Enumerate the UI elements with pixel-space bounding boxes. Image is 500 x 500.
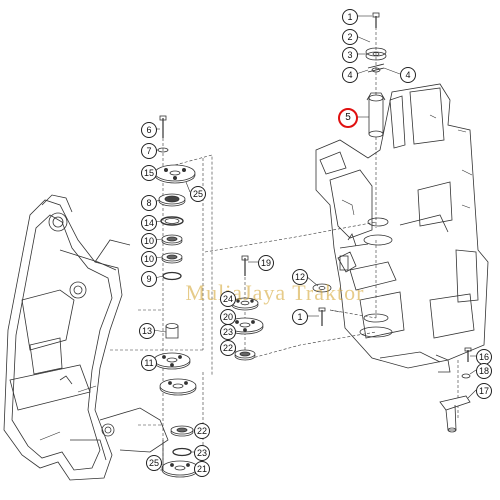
guide-lines bbox=[110, 22, 459, 471]
callout-10-upper[interactable]: 10 bbox=[141, 233, 157, 249]
right-stack-parts bbox=[365, 12, 387, 138]
callout-6[interactable]: 6 bbox=[141, 122, 157, 138]
callout-5[interactable]: 5 bbox=[338, 108, 358, 128]
callout-23-upper[interactable]: 23 bbox=[220, 324, 236, 340]
callout-22-lower[interactable]: 22 bbox=[194, 423, 210, 439]
callout-2[interactable]: 2 bbox=[342, 29, 358, 45]
lower-right-pin-parts bbox=[439, 347, 472, 433]
callout-12[interactable]: 12 bbox=[292, 269, 308, 285]
callout-1-top[interactable]: 1 bbox=[342, 9, 358, 25]
callout-21[interactable]: 21 bbox=[194, 461, 210, 477]
callout-18[interactable]: 18 bbox=[476, 363, 492, 379]
callout-10-lower[interactable]: 10 bbox=[141, 251, 157, 267]
bottom-stack-parts bbox=[159, 378, 199, 478]
callout-14[interactable]: 14 bbox=[141, 215, 157, 231]
callout-3[interactable]: 3 bbox=[342, 47, 358, 63]
callout-7[interactable]: 7 bbox=[141, 143, 157, 159]
leader-lines bbox=[152, 15, 477, 469]
callout-23-lower[interactable]: 23 bbox=[194, 445, 210, 461]
callout-9[interactable]: 9 bbox=[141, 271, 157, 287]
callout-17[interactable]: 17 bbox=[476, 383, 492, 399]
callout-15[interactable]: 15 bbox=[141, 165, 157, 181]
callout-4-right[interactable]: 4 bbox=[400, 67, 416, 83]
watermark-text: MuliaJaya Traktor bbox=[185, 280, 365, 305]
center-pin-parts bbox=[312, 233, 357, 326]
left-stack-parts bbox=[153, 115, 196, 370]
front-frame bbox=[315, 83, 489, 373]
callout-19[interactable]: 19 bbox=[258, 255, 274, 271]
callout-8[interactable]: 8 bbox=[141, 195, 157, 211]
callout-24[interactable]: 24 bbox=[220, 291, 236, 307]
callout-25-upper[interactable]: 25 bbox=[190, 186, 206, 202]
callout-25-lower[interactable]: 25 bbox=[146, 455, 162, 471]
callout-11[interactable]: 11 bbox=[141, 355, 157, 371]
callout-20[interactable]: 20 bbox=[220, 309, 236, 325]
callout-13[interactable]: 13 bbox=[139, 323, 155, 339]
callout-22-upper[interactable]: 22 bbox=[220, 340, 236, 356]
callout-1-mid[interactable]: 1 bbox=[292, 309, 308, 325]
loader-arm-frame bbox=[3, 194, 169, 481]
callout-4-left[interactable]: 4 bbox=[342, 67, 358, 83]
